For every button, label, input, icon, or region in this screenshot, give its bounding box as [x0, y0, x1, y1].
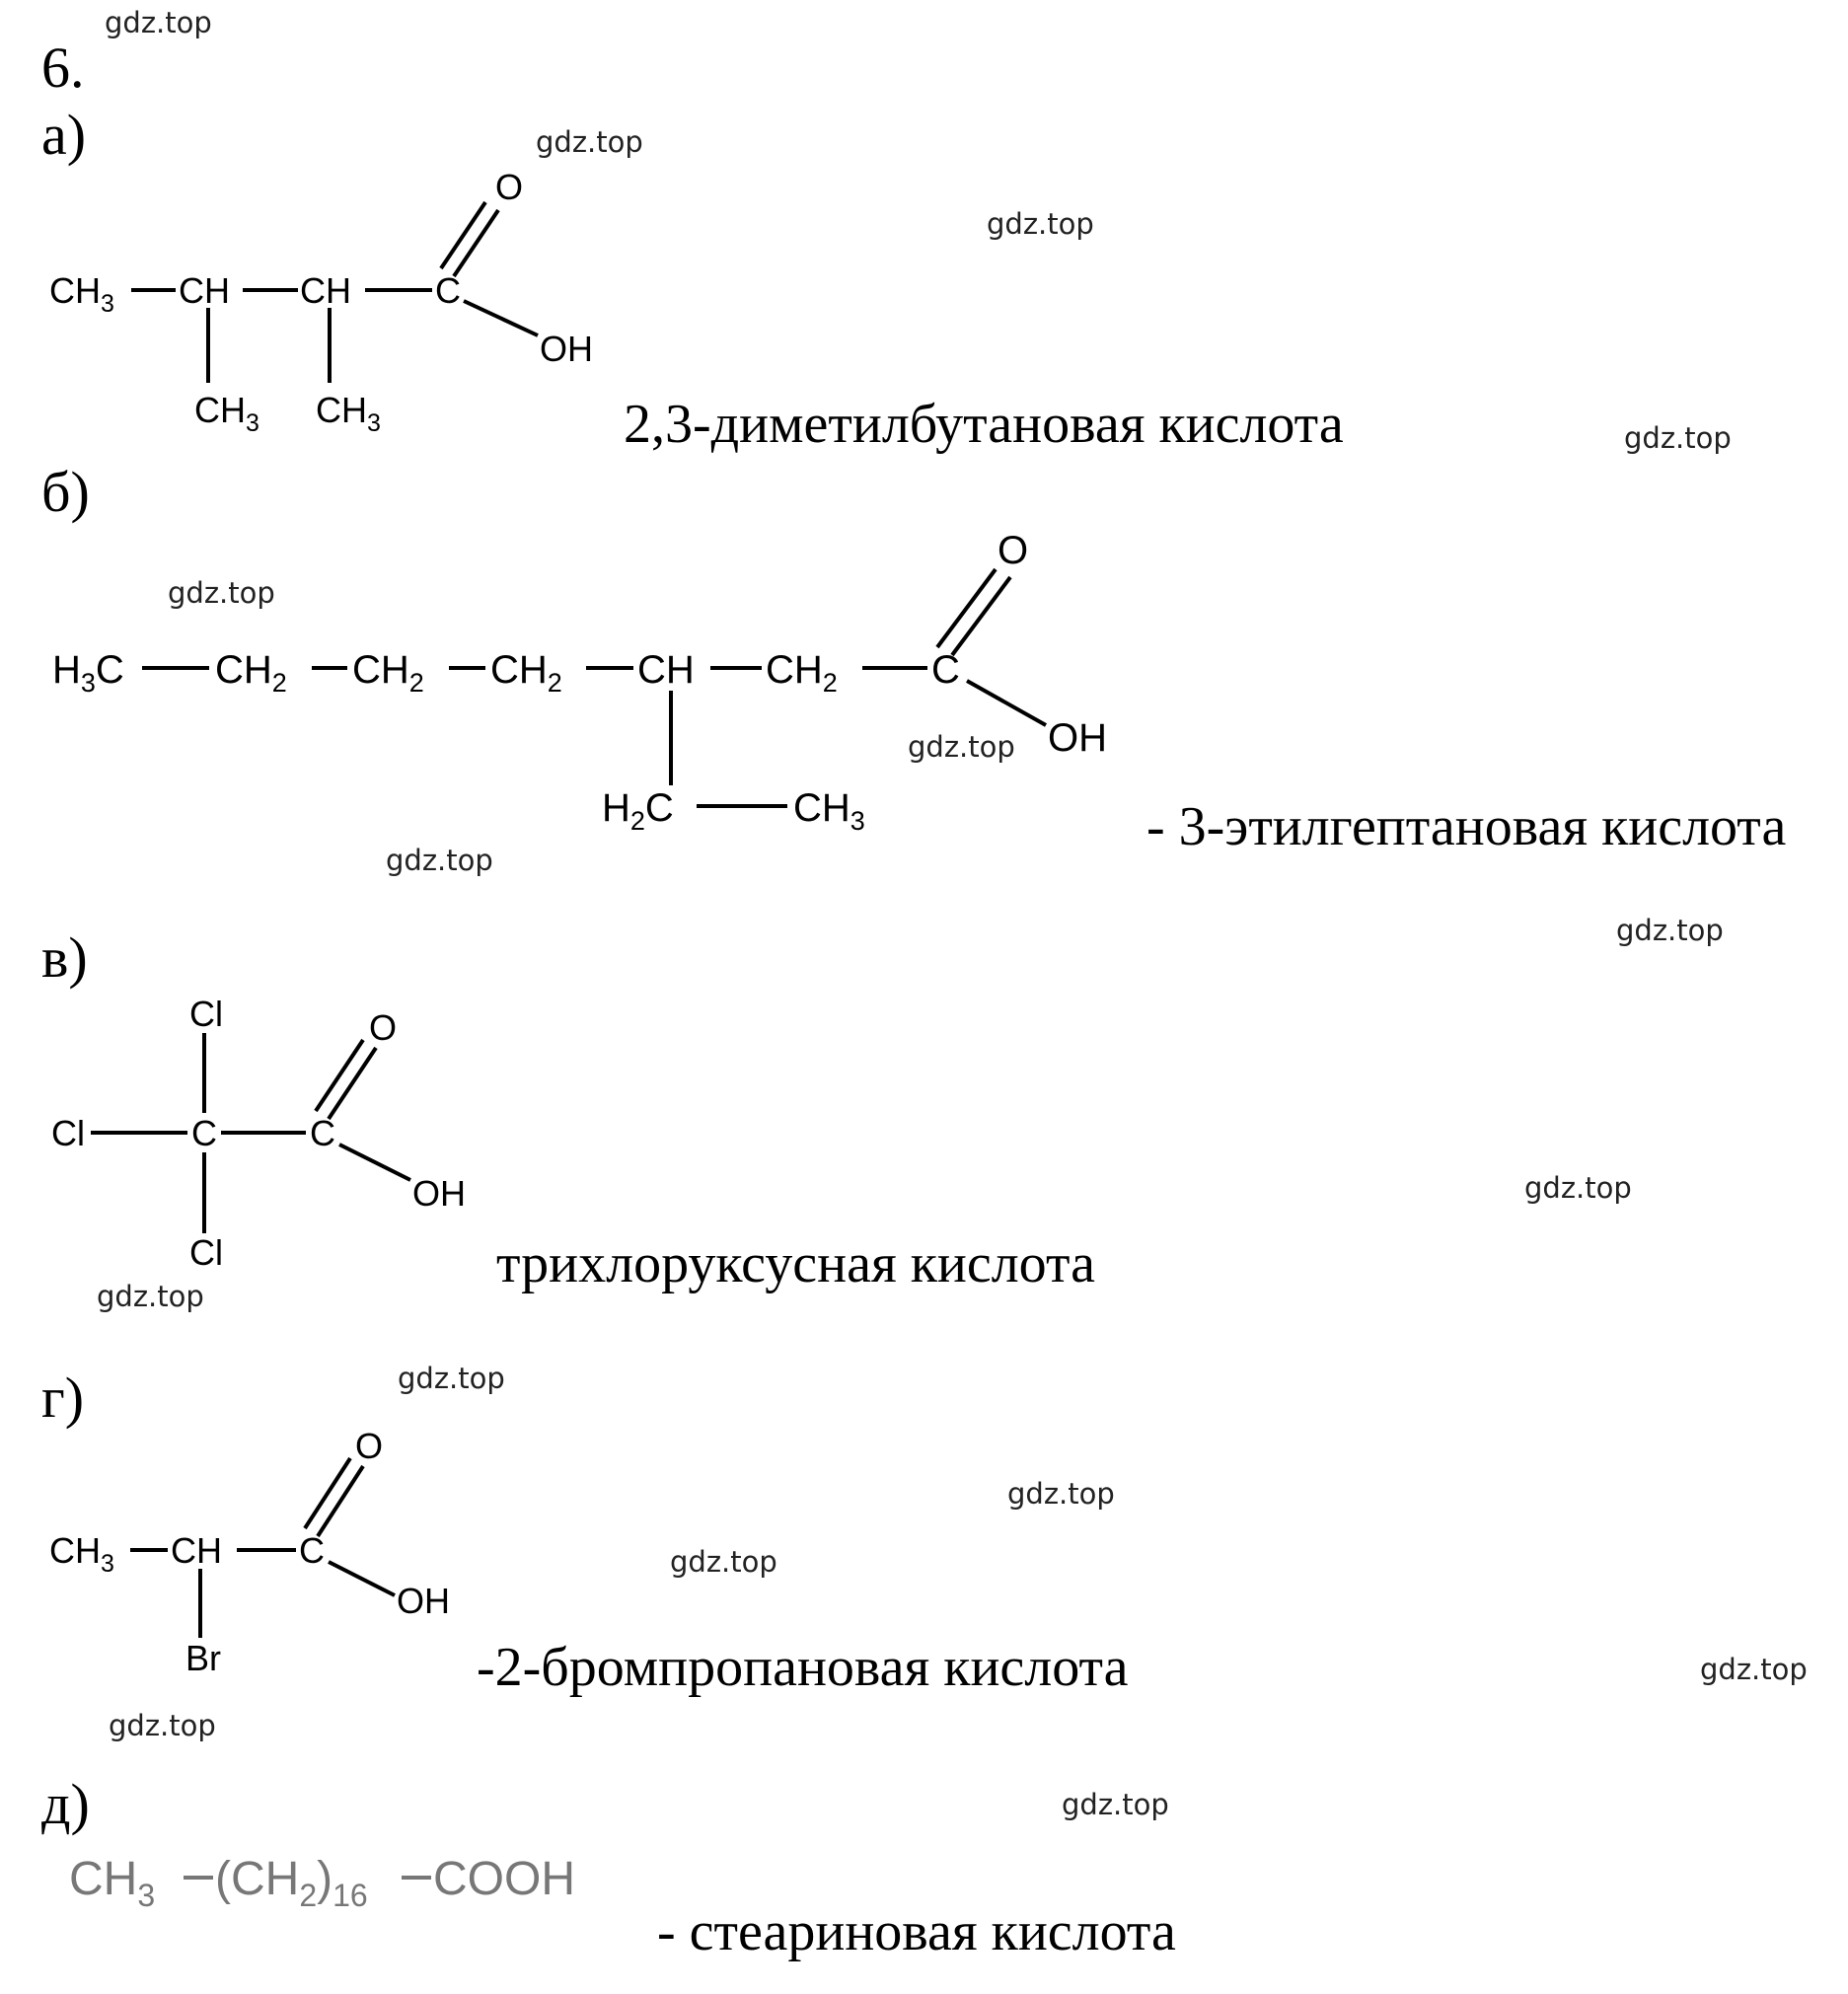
formula-d: CH3 (CH2)16 COOH	[69, 1853, 575, 1913]
atom-h2c: H2C	[602, 786, 674, 836]
atom-oh: OH	[397, 1581, 450, 1621]
watermark: gdz.top	[1062, 1788, 1169, 1821]
double-bond	[452, 208, 500, 278]
atom-ch: CH	[179, 270, 230, 311]
watermark: gdz.top	[1616, 914, 1724, 947]
bond	[463, 299, 539, 337]
group-cooh: COOH	[433, 1853, 575, 1905]
watermark: gdz.top	[670, 1545, 777, 1579]
task-number: 6.	[41, 36, 85, 100]
formula-v: Cl Cl C C O OH Cl	[51, 994, 466, 1273]
double-bond	[439, 200, 487, 270]
atom-c: C	[310, 1113, 335, 1153]
atom-ch2: CH2	[352, 648, 424, 698]
atom-ch3: CH3	[194, 390, 259, 437]
atom-br: Br	[185, 1638, 221, 1678]
atom-h3c: H3C	[52, 648, 124, 698]
double-bond	[327, 1046, 378, 1121]
double-bond	[314, 1038, 365, 1113]
atom-c: C	[299, 1530, 325, 1571]
atom-ch2: CH2	[215, 648, 287, 698]
group-ch2-repeat: (CH2)16	[215, 1853, 368, 1913]
watermark: gdz.top	[109, 1709, 216, 1742]
formula-b: H3C CH2 CH2 CH2 CH CH2 C O OH H2C CH3	[52, 529, 1107, 836]
atom-ch: CH	[300, 270, 351, 311]
part-label-b: б)	[41, 460, 90, 524]
watermark: gdz.top	[105, 6, 212, 39]
atom-c: C	[931, 648, 960, 692]
double-bond	[303, 1456, 352, 1530]
watermark: gdz.top	[97, 1280, 204, 1313]
watermark: gdz.top	[987, 207, 1094, 241]
formula-a: CH3 CH CH C O OH CH3 CH3	[49, 167, 593, 437]
bond	[338, 1143, 411, 1182]
double-bond	[316, 1464, 365, 1538]
watermark: gdz.top	[168, 576, 275, 610]
formula-g: CH3 CH C O OH Br	[49, 1426, 450, 1678]
atom-c: C	[435, 270, 461, 311]
atom-oh: OH	[1048, 716, 1107, 760]
part-label-d: д)	[41, 1772, 90, 1836]
atom-o: O	[998, 529, 1028, 572]
double-bond	[935, 567, 998, 649]
atom-cl: Cl	[189, 994, 223, 1034]
double-bond	[950, 575, 1012, 657]
atom-ch3: CH3	[49, 270, 114, 318]
compound-name-b: - 3-этилгептановая кислота	[1146, 796, 1787, 857]
atom-cl: Cl	[51, 1113, 85, 1153]
atom-ch: CH	[637, 648, 695, 692]
part-label-a: а)	[41, 103, 87, 167]
watermark: gdz.top	[398, 1362, 505, 1395]
compound-name-g: -2-бромпропановая кислота	[477, 1637, 1129, 1698]
atom-oh: OH	[412, 1173, 466, 1214]
atom-ch3: CH3	[49, 1530, 114, 1578]
atom-ch2: CH2	[490, 648, 562, 698]
atom-ch3: CH3	[69, 1853, 155, 1913]
bond	[328, 1560, 396, 1597]
watermark: gdz.top	[1007, 1477, 1115, 1511]
watermark: gdz.top	[1624, 421, 1732, 455]
atom-ch3: CH3	[793, 786, 865, 836]
atom-o: O	[495, 167, 523, 207]
compound-name-d: - стеариновая кислота	[657, 1901, 1176, 1962]
atom-ch3: CH3	[316, 390, 381, 437]
watermark: gdz.top	[1700, 1653, 1808, 1686]
watermark: gdz.top	[1524, 1171, 1632, 1205]
watermark: gdz.top	[386, 844, 493, 877]
atom-o: O	[369, 1007, 397, 1048]
atom-ch: CH	[171, 1530, 222, 1571]
compound-name-v: трихлоруксусная кислота	[496, 1233, 1095, 1294]
atom-c: C	[191, 1113, 217, 1153]
atom-cl: Cl	[189, 1232, 223, 1273]
part-label-g: г)	[41, 1366, 85, 1430]
atom-o: O	[355, 1426, 383, 1466]
atom-ch2: CH2	[766, 648, 838, 698]
bond	[966, 679, 1047, 727]
watermark: gdz.top	[536, 125, 643, 159]
compound-name-a: 2,3-диметилбутановая кислота	[624, 394, 1344, 455]
atom-oh: OH	[540, 329, 593, 369]
part-label-v: в)	[41, 925, 88, 990]
watermark: gdz.top	[908, 730, 1015, 764]
